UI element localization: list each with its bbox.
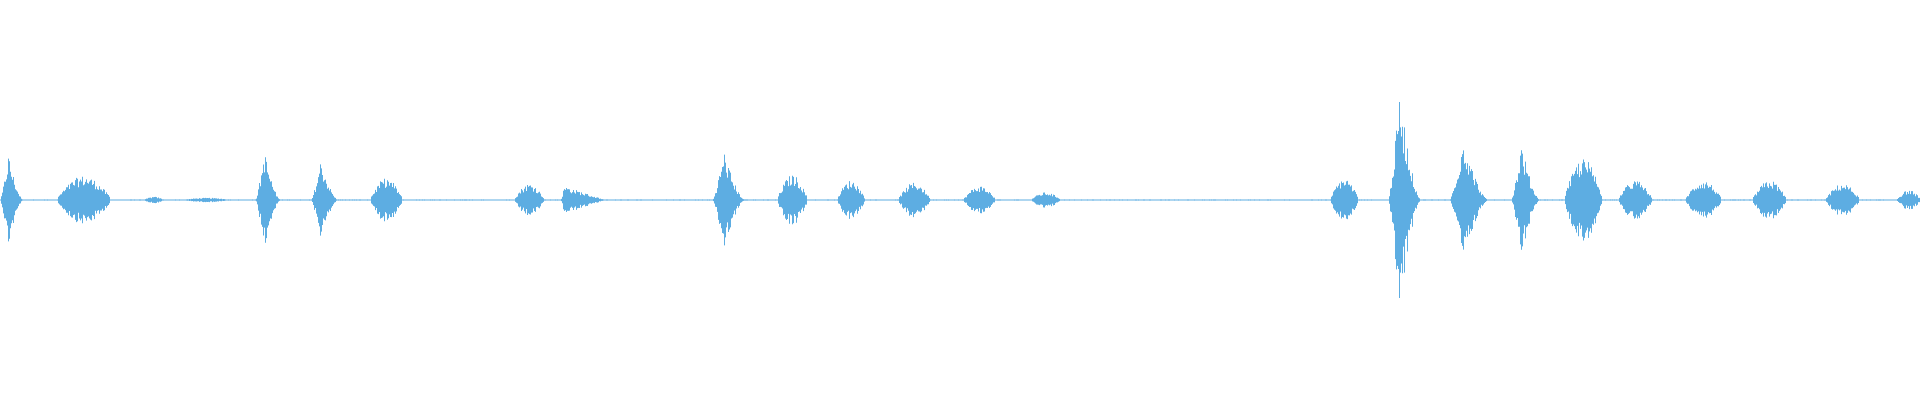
waveform-bars bbox=[0, 101, 1920, 299]
